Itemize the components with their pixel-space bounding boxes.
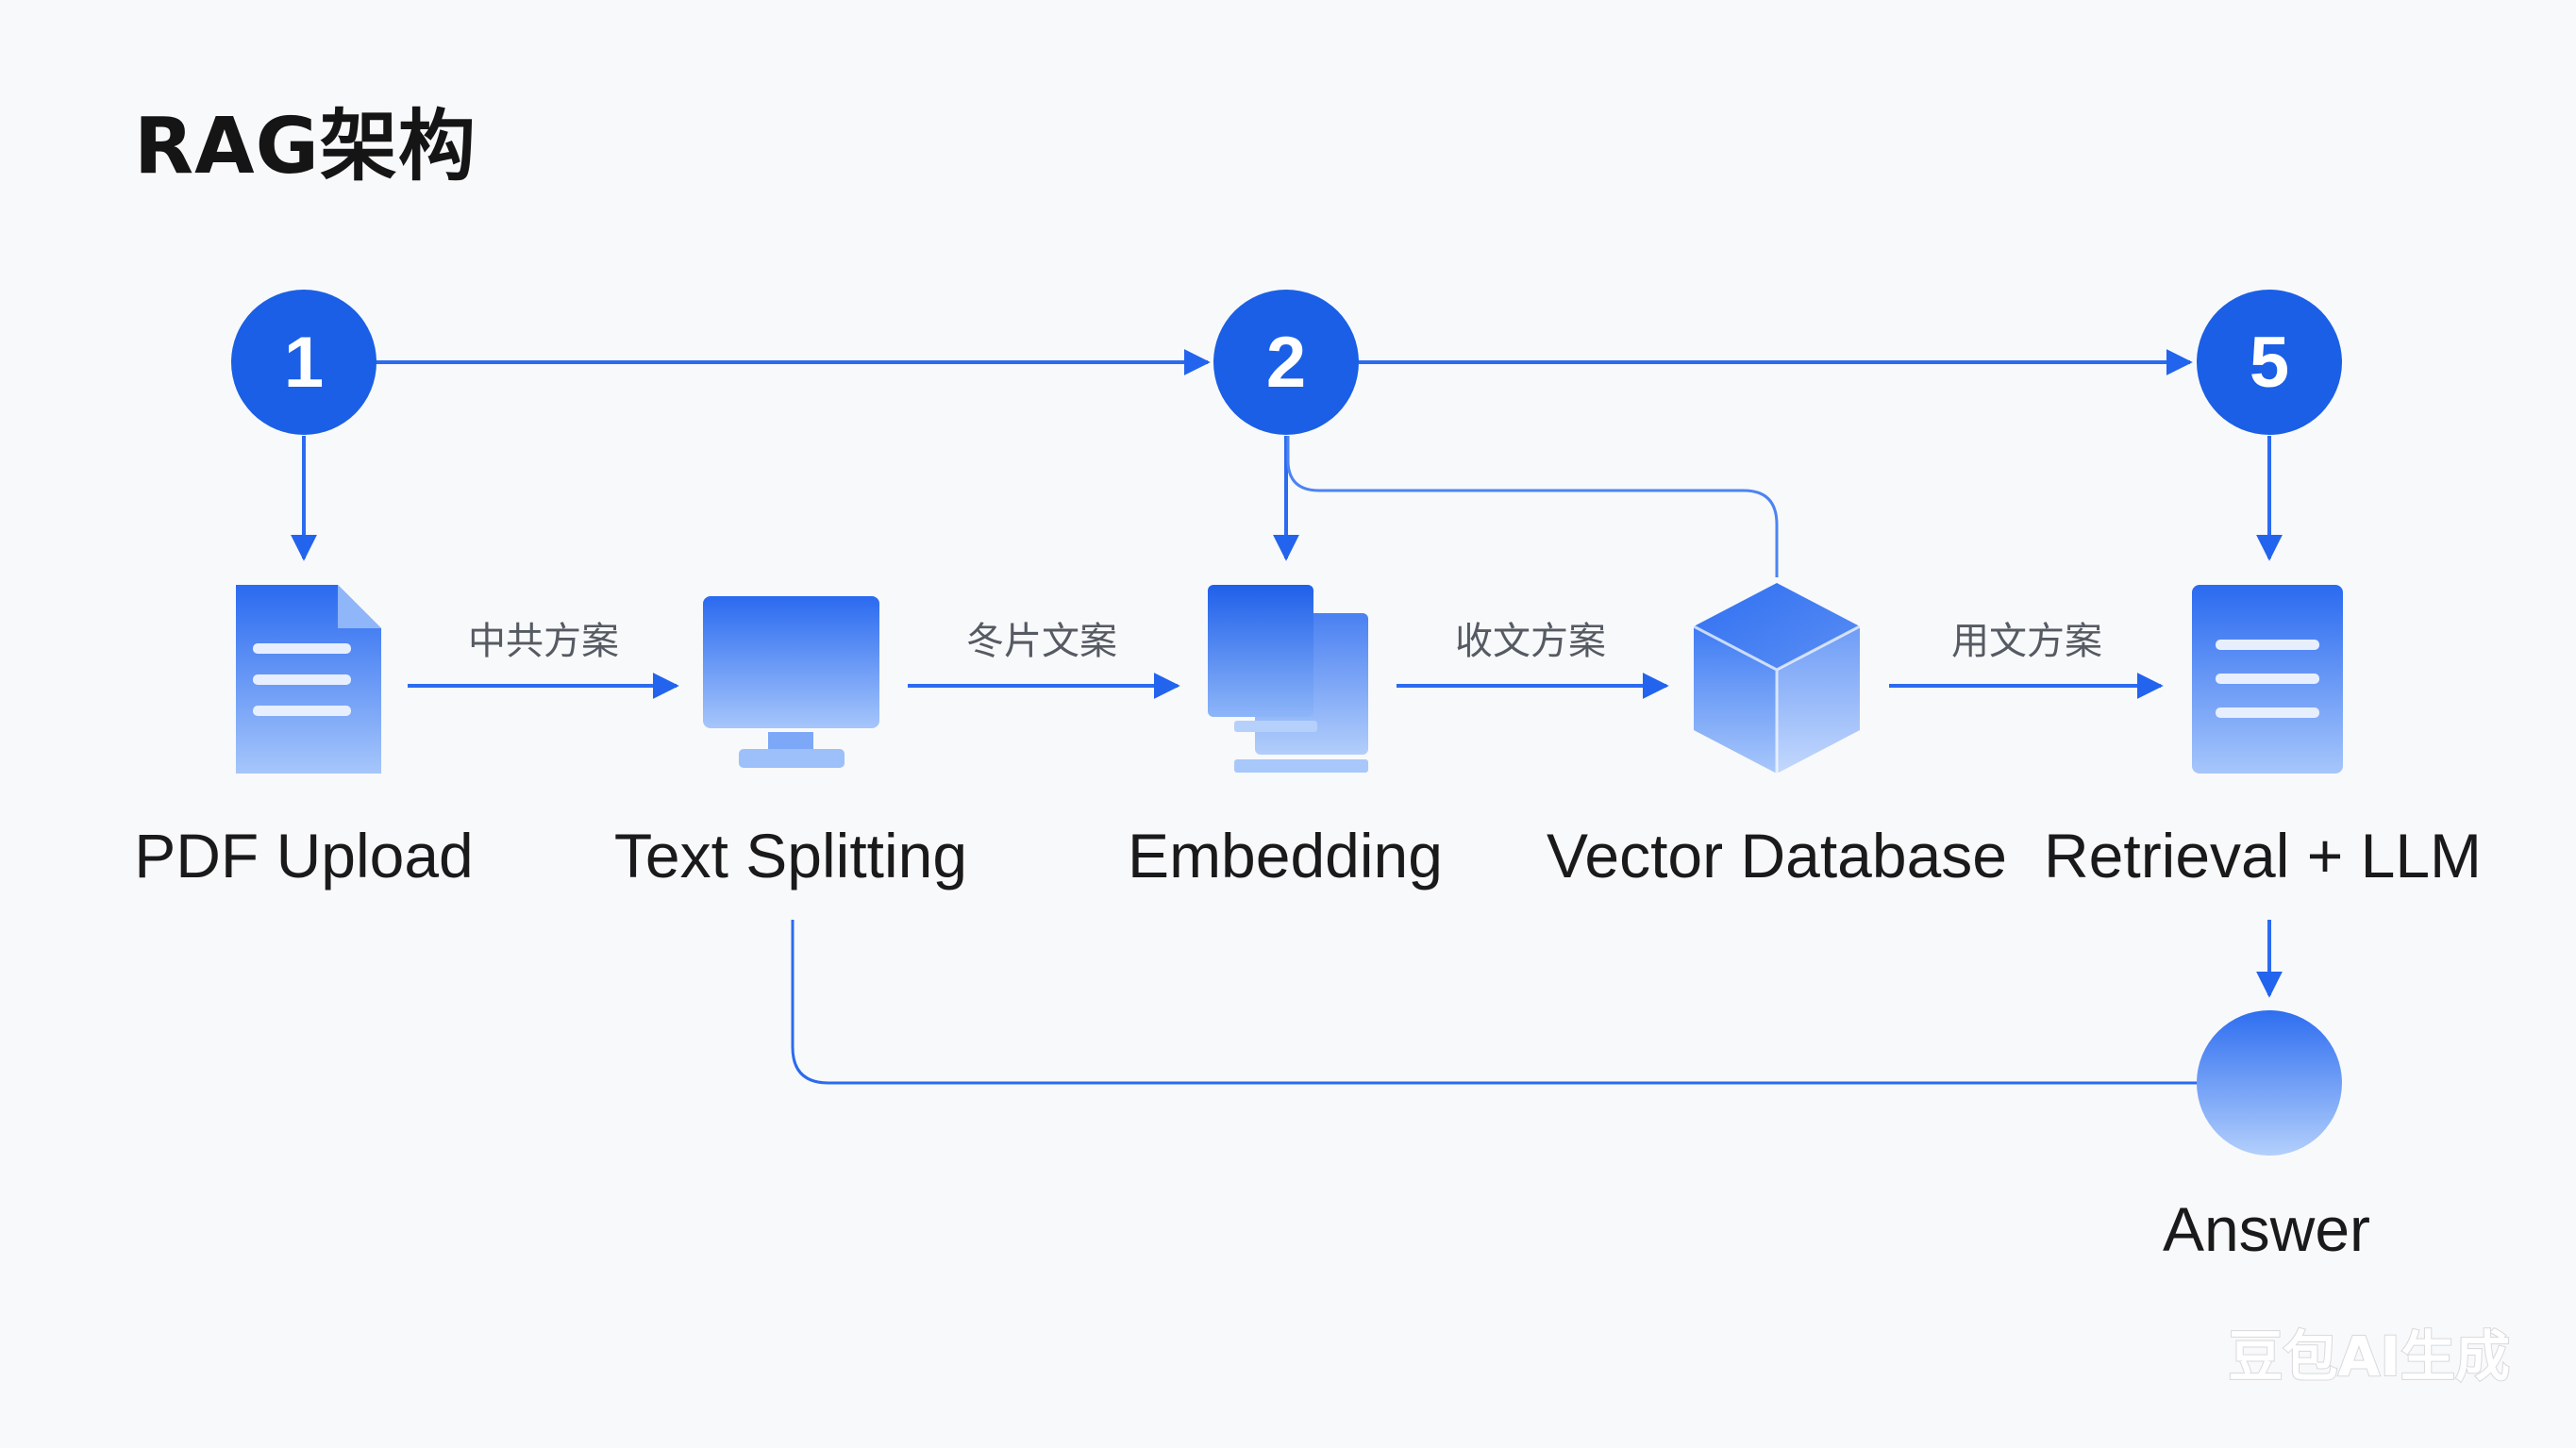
cube-icon: [1693, 583, 1861, 774]
step-circle-2: 2: [1213, 290, 1359, 435]
node-label-retrieval-llm: Retrieval + LLM: [2044, 821, 2482, 890]
node-label-answer: Answer: [2163, 1194, 2370, 1264]
edge-label-splitting-to-embedding: 冬片文案: [966, 620, 1117, 663]
edge-splitting-to-answer: [791, 920, 2199, 1085]
watermark: 豆包AI生成: [2229, 1324, 2510, 1389]
edge-step2-to-vector-db: [1286, 436, 1779, 577]
document-icon: [236, 585, 381, 774]
step-number-2: 2: [1266, 323, 1306, 403]
edge-label-embedding-to-vector-db: 收文方案: [1455, 620, 1606, 663]
step-number-5: 5: [2250, 323, 2289, 403]
edge-label-vector-db-to-retrieval: 用文方案: [1951, 620, 2102, 663]
step-circle-5: 5: [2197, 290, 2342, 435]
node-label-pdf-upload: PDF Upload: [134, 821, 474, 890]
circle-icon: [2197, 1010, 2342, 1156]
stacked-pages-icon: [1208, 585, 1368, 773]
step-number-1: 1: [284, 323, 324, 403]
document-icon: [2192, 585, 2343, 774]
diagram-title: RAG架构: [134, 102, 477, 191]
node-label-vector-database: Vector Database: [1547, 821, 2007, 890]
monitor-icon: [703, 596, 879, 768]
node-label-embedding: Embedding: [1128, 821, 1443, 890]
step-circle-1: 1: [231, 290, 376, 435]
node-label-text-splitting: Text Splitting: [614, 821, 967, 890]
edge-label-pdf-to-splitting: 中共方案: [468, 620, 619, 663]
